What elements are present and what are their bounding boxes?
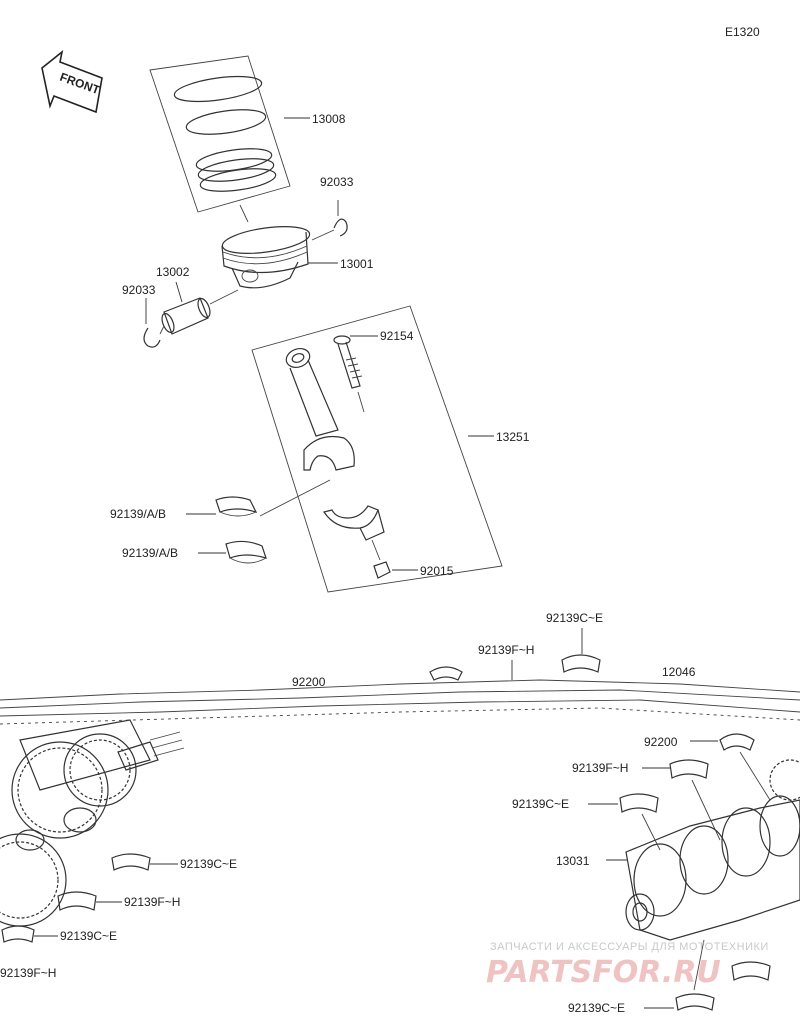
callout-92139fh-top: 92139F~H [478,643,534,657]
callout-92139ce-left-2: 92139C~E [60,929,117,943]
callout-13002: 13002 [156,265,190,279]
rod-bearing-lower [198,540,267,564]
main-bearing-top [561,654,601,673]
main-bearing-right-2 [588,793,661,851]
watermark-line-2: PARTSFOR.RU [486,955,721,990]
main-bearing-right-1 [642,759,721,841]
main-bearing-left-2 [57,891,122,911]
callout-92015: 92015 [420,564,454,578]
main-bearing-left-1 [111,853,178,871]
diagram-id: E1320 [725,25,760,39]
callout-92154: 92154 [380,329,414,343]
callout-92139ce-right-1: 92139C~E [512,797,569,811]
callout-92200-top: 92200 [292,675,326,689]
callout-12046: 12046 [662,665,696,679]
callout-13031: 13031 [556,854,590,868]
callout-92139ce-top: 92139C~E [546,611,603,625]
circlip-right [311,200,348,241]
callout-13251: 13251 [496,430,530,444]
callout-13008: 13008 [312,112,346,126]
callout-92139ce-bottom: 92139C~E [568,1001,625,1015]
callout-92139fh-left-1: 92139F~H [124,895,180,909]
callout-92200-right: 92200 [644,735,678,749]
connecting-rod-assembly [251,305,503,593]
watermark-line-1: ЗАПЧАСТИ И АКСЕССУАРЫ ДЛЯ МОТОТЕХНИКИ [490,941,769,953]
callout-13001: 13001 [340,257,374,271]
callout-92139fh-right-1: 92139F~H [572,761,628,775]
circlip-left [143,298,165,348]
main-bearing-bottom [644,939,715,1011]
callout-92139ce-left-1: 92139C~E [180,857,237,871]
callout-92139fh-left-2: 92139F~H [0,966,56,980]
rod-bearing-upper [186,496,258,517]
piston-ring-set [149,55,310,213]
front-arrow-icon: FRONT [41,50,103,114]
callout-92033-upper: 92033 [320,175,354,189]
main-bearing-bottom-right [731,961,771,981]
callout-92139ab-1: 92139/A/B [110,507,166,521]
crankshaft [606,759,800,941]
callout-92033-lower: 92033 [122,283,156,297]
scan-distortion-band [0,679,800,725]
callout-92139ab-2: 92139/A/B [122,546,178,560]
thrust-washer-top [429,666,463,681]
piston [221,204,338,289]
main-bearing-left-3 [1,925,58,943]
piston-pin [161,281,239,335]
thrust-washer-right [690,733,771,801]
